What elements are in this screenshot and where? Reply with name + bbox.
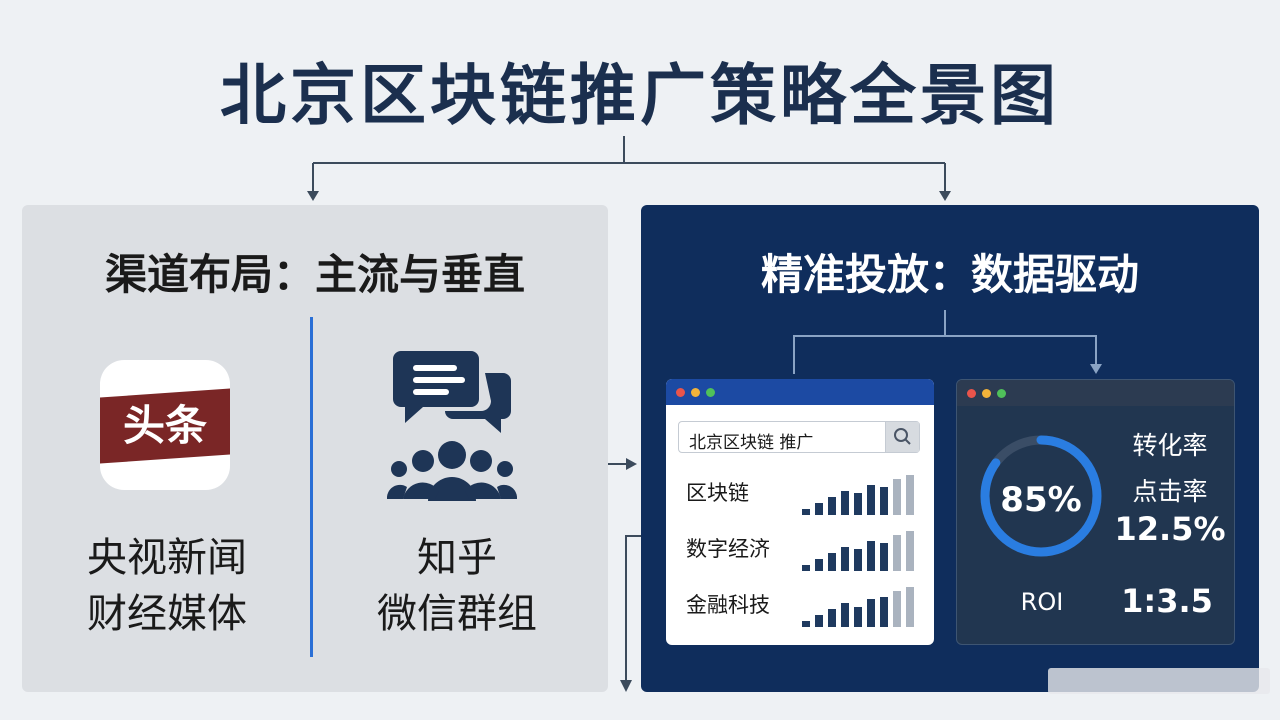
keyword-trend-bars <box>802 531 914 571</box>
keyword-trend-bar <box>841 547 849 571</box>
roi-label: ROI <box>1020 588 1064 616</box>
keyword-trend-bar <box>828 609 836 627</box>
keyword-trend-bar <box>815 615 823 627</box>
keyword-trend-bar <box>906 475 914 515</box>
keyword-trend-bar <box>880 487 888 515</box>
community-chat-icon <box>387 351 517 501</box>
column-divider <box>310 317 313 657</box>
channel-layout-heading: 渠道布局：主流与垂直 <box>104 250 525 299</box>
browser-titlebar <box>666 379 934 405</box>
ctr-value: 12.5% <box>1114 510 1226 548</box>
keyword-trend-bar <box>802 621 810 627</box>
minimize-dot-icon[interactable] <box>982 389 991 398</box>
minimize-dot-icon[interactable] <box>691 388 700 397</box>
keyword-trend-bars <box>802 587 914 627</box>
keyword-trend-bar <box>906 531 914 571</box>
keyword-trend-bar <box>867 541 875 571</box>
keyword-trend-bar <box>854 549 862 571</box>
toutiao-app-icon: 头条 <box>100 360 230 490</box>
keyword-trend-bar <box>867 599 875 627</box>
conversion-rate-value: 85% <box>1000 480 1082 520</box>
channel-cctv-news: 央视新闻 <box>87 535 247 581</box>
close-dot-icon[interactable] <box>676 388 685 397</box>
conversion-rate-label: 转化率 <box>1132 431 1208 460</box>
keyword-trend-bar <box>815 559 823 571</box>
keyword-trend-bar <box>841 603 849 627</box>
metrics-dashboard-window: 85% 转化率 点击率 12.5% ROI 1:3.5 <box>956 379 1235 645</box>
channel-wechat-groups: 微信群组 <box>377 591 537 637</box>
ctr-label: 点击率 <box>1132 477 1208 506</box>
page-title: 北京区块链推广策略全景图 <box>220 57 1060 134</box>
keyword-trend-bar <box>828 497 836 515</box>
keyword-trend-bar <box>893 479 901 515</box>
keyword-trend-bar <box>854 493 862 515</box>
keyword-row: 数字经济 <box>686 527 926 571</box>
precision-targeting-heading: 精准投放：数据驱动 <box>760 250 1139 299</box>
watermark <box>1048 668 1270 694</box>
roi-value: 1:3.5 <box>1121 582 1213 620</box>
keyword-trend-bar <box>893 591 901 627</box>
search-ads-window: 北京区块链 推广 区块链数字经济金融科技 <box>666 379 934 645</box>
maximize-dot-icon[interactable] <box>997 389 1006 398</box>
keyword-trend-bar <box>802 565 810 571</box>
keyword-label: 数字经济 <box>686 537 770 561</box>
search-input[interactable]: 北京区块链 推广 <box>678 421 920 453</box>
channel-zhihu: 知乎 <box>417 535 497 581</box>
keyword-trend-bars <box>802 475 914 515</box>
close-dot-icon[interactable] <box>967 389 976 398</box>
search-icon <box>894 428 911 445</box>
mainstream-channel-list: 央视新闻 财经媒体 <box>62 530 272 642</box>
keyword-trend-bar <box>880 543 888 571</box>
keyword-row: 区块链 <box>686 471 926 515</box>
keyword-trend-bar <box>841 491 849 515</box>
keyword-trend-bar <box>867 485 875 515</box>
channel-layout-panel: 渠道布局：主流与垂直 头条 央视新闻 财经媒体 知乎 微信群组 <box>22 205 608 692</box>
keyword-trend-bar <box>906 587 914 627</box>
dashboard-titlebar <box>957 380 1234 406</box>
keyword-trend-bar <box>815 503 823 515</box>
search-button[interactable] <box>885 422 919 452</box>
search-query-text: 北京区块链 推广 <box>689 433 814 453</box>
keyword-trend-bar <box>854 607 862 627</box>
conversion-ring-gauge <box>980 435 1102 557</box>
keyword-trend-bar <box>880 597 888 627</box>
keyword-row: 金融科技 <box>686 583 926 627</box>
keyword-label: 金融科技 <box>686 593 770 617</box>
keyword-trend-bar <box>828 553 836 571</box>
keyword-label: 区块链 <box>686 481 749 505</box>
channel-finance-media: 财经媒体 <box>87 591 247 637</box>
maximize-dot-icon[interactable] <box>706 388 715 397</box>
keyword-trend-bar <box>802 509 810 515</box>
vertical-channel-list: 知乎 微信群组 <box>352 530 562 642</box>
keyword-trend-bar <box>893 535 901 571</box>
